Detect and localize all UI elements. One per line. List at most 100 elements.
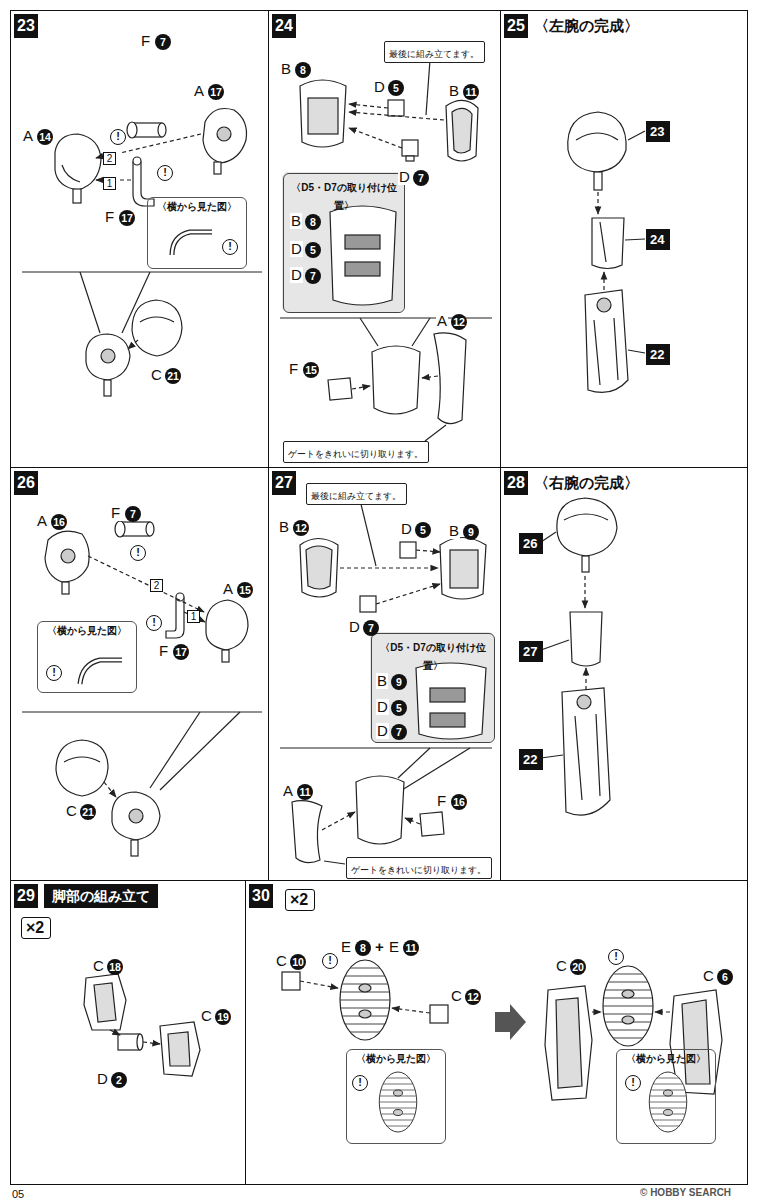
part-letter-holder: F [110, 504, 121, 522]
part-number: 15 [237, 582, 253, 598]
part-number: 17 [173, 644, 189, 660]
part-number-holder: 15 [303, 360, 319, 378]
part-letter: D [376, 699, 389, 715]
caution-mark-holder: ! [322, 950, 338, 969]
part-letter: F [436, 793, 447, 809]
caution-mark: ! [352, 1075, 368, 1091]
step-26-parts [22, 521, 262, 856]
part-number: 7 [305, 268, 321, 284]
order-number: 2 [150, 579, 163, 592]
part-letter-holder: C [275, 952, 288, 970]
part-number: 7 [125, 506, 141, 522]
part-letter-holder: C [92, 957, 105, 975]
part-letter-holder: C [200, 1007, 213, 1025]
part-number: 21 [80, 804, 96, 820]
caution-mark-holder: ! [146, 612, 162, 631]
part-letter: A [22, 128, 34, 144]
part-number-holder: 18 [107, 957, 123, 975]
part-letter-holder: E [340, 938, 352, 956]
page-number-holder: 05 [12, 1184, 24, 1200]
part-letter-holder: A [436, 312, 448, 330]
step-28-parts [541, 498, 617, 815]
part-letter-holder: B [290, 212, 302, 230]
part-letter: F [104, 209, 115, 225]
position-box-text: 〈D5・D7の取り付け位置〉 [291, 182, 397, 211]
step-number: 30 [249, 884, 273, 908]
caution-mark: ! [110, 129, 126, 145]
part-number-holder: 8 [355, 938, 371, 956]
note-callout: 最後に組み立てます。 [306, 483, 407, 505]
side-view-box: 〈横から見た図〉 [616, 1049, 716, 1144]
caution-mark: ! [625, 1075, 641, 1091]
step-panel: 27最後に組み立てます。〈D5・D7の取り付け位置〉ゲートをきれいに切り取ります… [268, 467, 501, 881]
part-number-holder: 17 [208, 82, 224, 100]
part-number: 19 [215, 1009, 231, 1025]
step-panel: 28〈右腕の完成〉262722 [500, 467, 748, 881]
part-letter-holder: B [376, 672, 388, 690]
part-letter: B [448, 83, 460, 99]
step-number: 23 [14, 14, 38, 38]
step-title: 脚部の組み立て [44, 884, 158, 908]
part-letter-holder: B [278, 518, 290, 536]
step-number: 26 [14, 471, 38, 495]
note-callout: ゲートをきれいに切り取ります。 [346, 857, 492, 879]
part-number: 21 [165, 368, 181, 384]
part-number: 12 [293, 520, 309, 536]
part-number: 16 [51, 514, 67, 530]
caution-mark-holder: ! [222, 236, 238, 255]
part-number: 11 [403, 940, 419, 956]
part-number-holder: 7 [413, 168, 429, 186]
part-number: 9 [463, 524, 479, 540]
part-letter: D [376, 723, 389, 739]
part-letter-holder: A [282, 782, 294, 800]
part-number: 7 [155, 34, 171, 50]
subassembly-number: 27 [519, 641, 543, 662]
part-letter: B [280, 61, 292, 77]
side-view-box-text: 〈横から見た図〉 [47, 624, 127, 638]
part-number: 6 [717, 969, 733, 985]
step-panel: 25〈左腕の完成〉232422 [500, 10, 748, 468]
side-view-box-text: 〈横から見た図〉 [626, 1052, 706, 1066]
step-27-parts [280, 538, 494, 863]
caution-mark: ! [46, 665, 62, 681]
side-view-box-text: 〈横から見た図〉 [157, 200, 237, 214]
caution-mark: ! [222, 239, 238, 255]
side-view-box: 〈横から見た図〉 [346, 1049, 446, 1144]
part-letter-holder: C [450, 987, 463, 1005]
part-number-holder: 8 [295, 60, 311, 78]
quantity-box-text: ×2 [26, 919, 44, 936]
step-number: 25 [504, 14, 528, 38]
part-number: 7 [391, 724, 407, 740]
step-title: 〈左腕の完成〉 [534, 14, 639, 38]
quantity-box: ×2 [21, 917, 51, 939]
part-letter: C [702, 968, 715, 984]
order-number-holder: 2 [150, 575, 163, 593]
part-number: 14 [37, 129, 53, 145]
note-callout-text: 最後に組み立てます。 [311, 491, 401, 501]
caution-mark-holder: ! [110, 126, 126, 145]
step-29-parts [84, 974, 200, 1076]
step-23-parts [22, 109, 262, 397]
side-view-box: 〈横から見た図〉 [147, 197, 247, 269]
part-letter: C [200, 1008, 213, 1024]
part-letter: F [140, 33, 151, 49]
part-number-holder: 21 [165, 366, 181, 384]
part-letter-holder: C [555, 957, 568, 975]
step-number: 24 [272, 14, 296, 38]
part-letter-holder: D [376, 698, 389, 716]
part-number-holder: 7 [125, 504, 141, 522]
order-number: 1 [187, 610, 200, 623]
part-letter: B [290, 213, 302, 229]
part-number-holder: 7 [391, 722, 407, 740]
caution-mark-holder: ! [46, 662, 62, 681]
part-letter-holder: A [193, 82, 205, 100]
caution-mark: ! [157, 165, 173, 181]
note-callout: 最後に組み立てます。 [384, 41, 485, 63]
part-letter: F [110, 505, 121, 521]
part-number-holder: 16 [451, 792, 467, 810]
part-number-holder: 17 [119, 208, 135, 226]
step-panel: 23 〈横から見た図〉 [10, 10, 269, 468]
part-letter-holder: C [65, 802, 78, 820]
step-27-arrows [322, 500, 440, 864]
